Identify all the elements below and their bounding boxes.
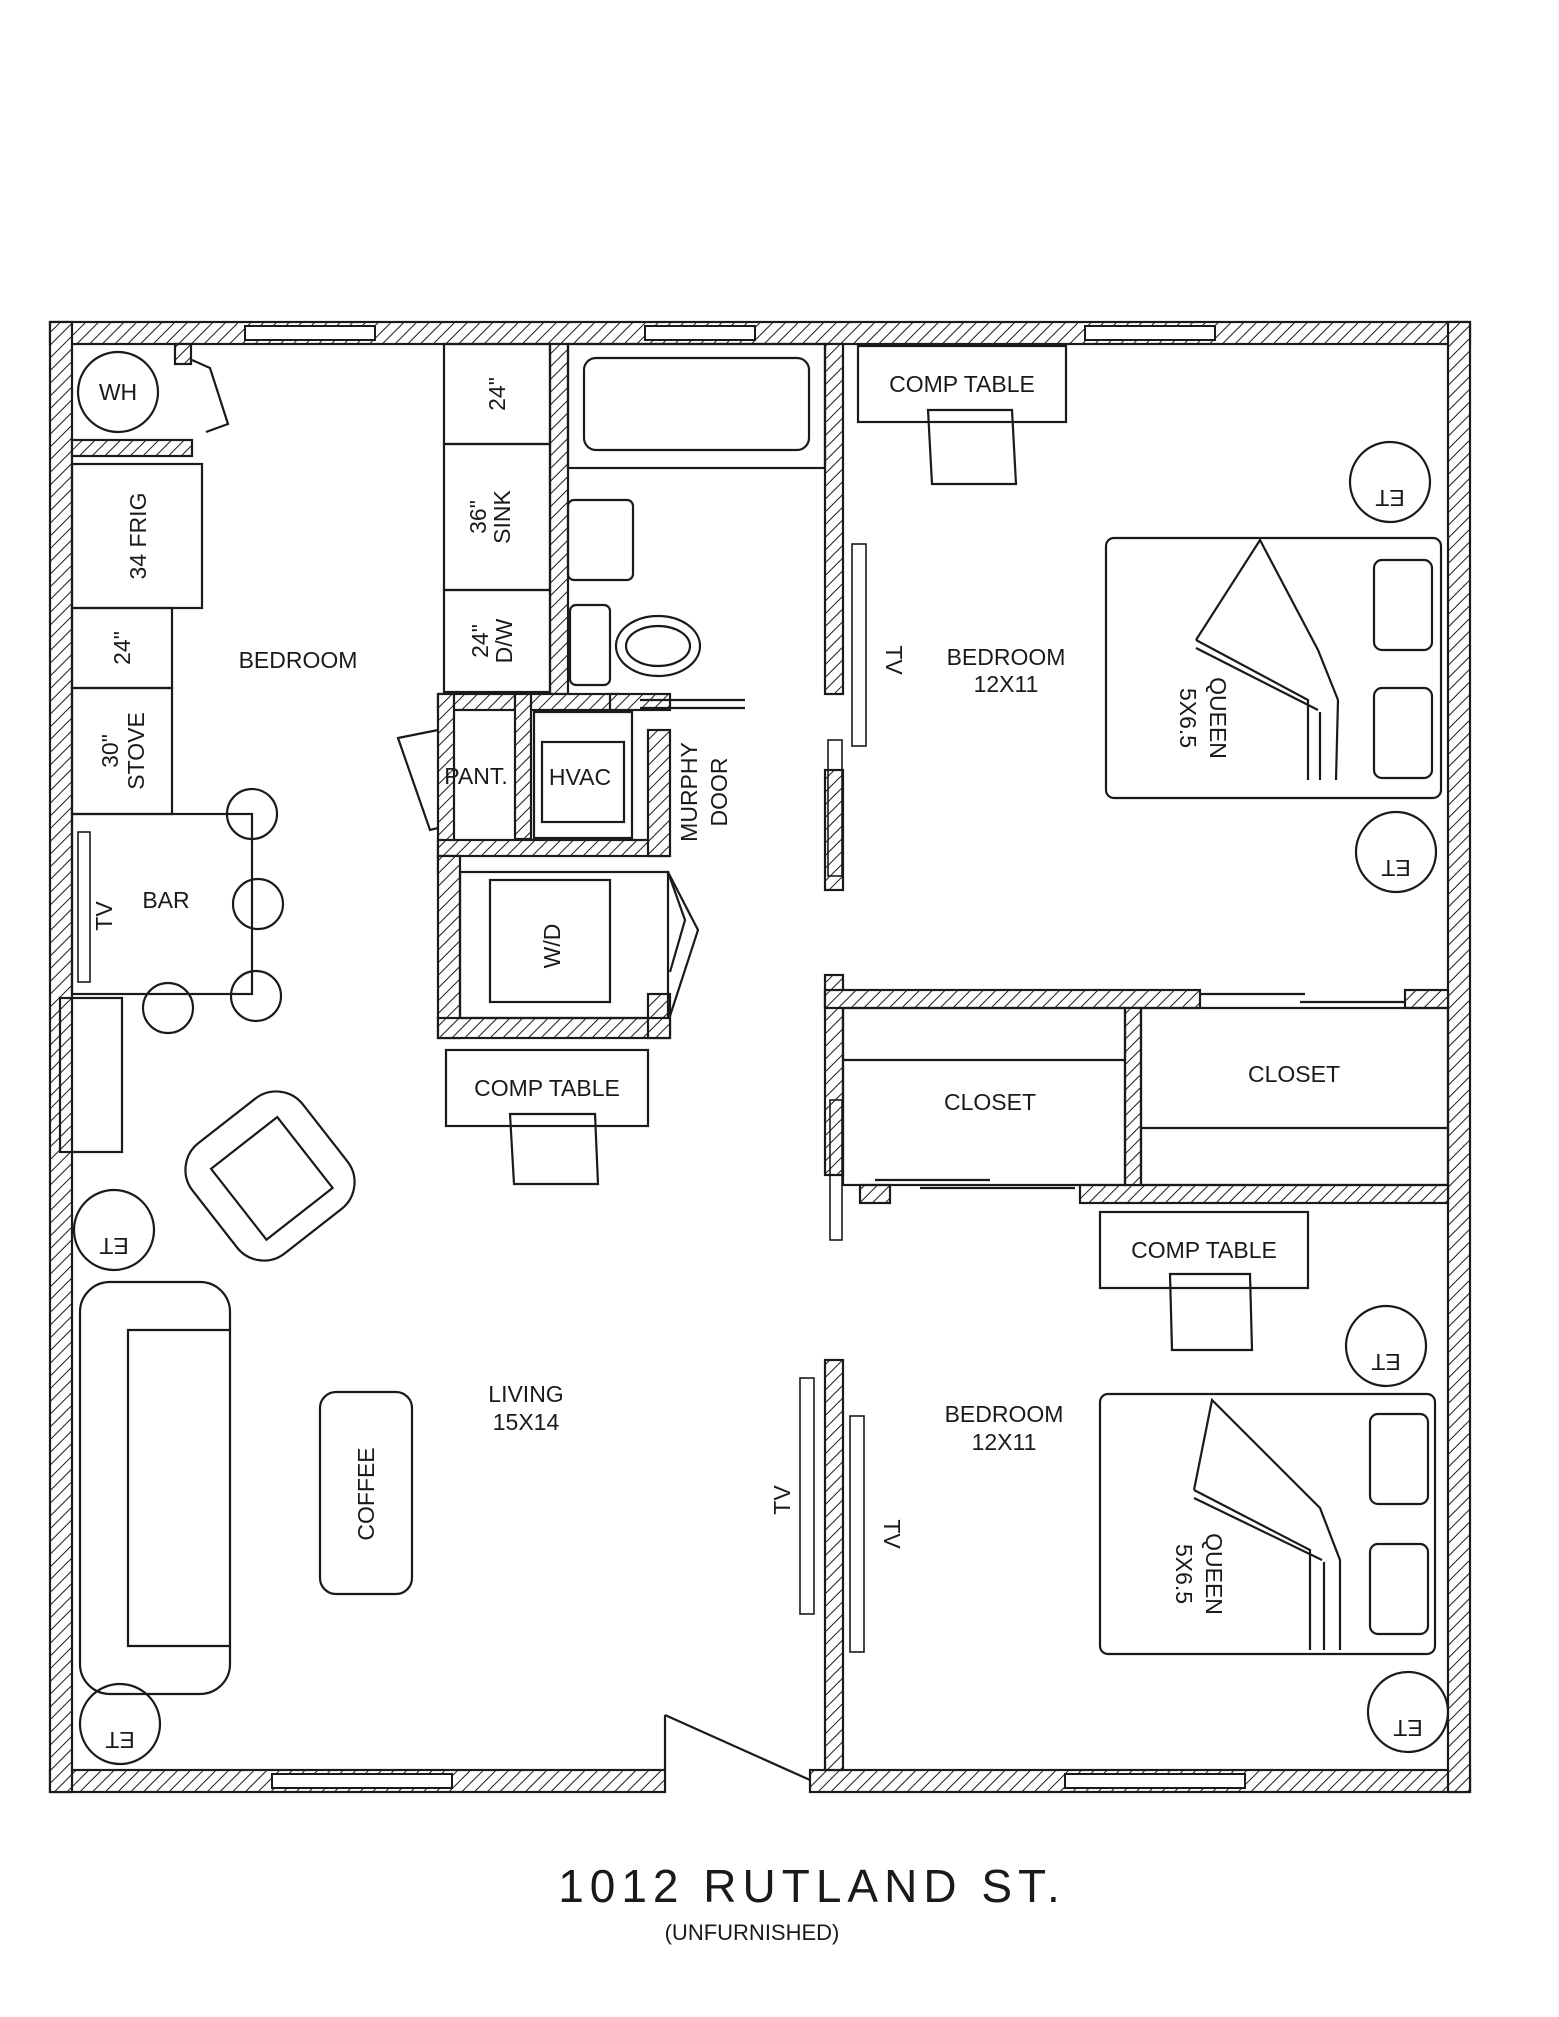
bar-stool bbox=[231, 877, 285, 931]
sink-label: SINK bbox=[489, 490, 515, 544]
refrigerator: 34 FRIG bbox=[70, 462, 204, 610]
bathroom bbox=[566, 342, 827, 710]
living-label: LIVING bbox=[488, 1381, 563, 1407]
bar-label: BAR bbox=[142, 887, 189, 913]
queen-top-label: QUEEN bbox=[1205, 677, 1231, 759]
comp-table-bottom-label: COMP TABLE bbox=[1131, 1237, 1277, 1263]
water-heater-label: WH bbox=[99, 379, 137, 405]
queen-top-size: 5X6.5 bbox=[1175, 688, 1201, 748]
interior-walls bbox=[70, 342, 1450, 1772]
closet-left-label: CLOSET bbox=[944, 1089, 1036, 1115]
queen-bottom-size: 5X6.5 bbox=[1171, 1544, 1197, 1604]
windows bbox=[244, 325, 1246, 1789]
stove-size-label: 30" bbox=[97, 734, 123, 768]
address-title: 1012 RUTLAND ST. bbox=[558, 1860, 1066, 1912]
exterior-walls bbox=[48, 320, 1472, 1794]
bar-stool bbox=[225, 787, 279, 841]
dishwasher-label: D/W bbox=[491, 618, 517, 663]
refrigerator-label: 34 FRIG bbox=[125, 493, 151, 580]
end-table-label: ET bbox=[1381, 855, 1410, 881]
counter-24-left: 24" bbox=[70, 606, 174, 690]
entry-door bbox=[663, 1713, 811, 1782]
counter-24-left-label: 24" bbox=[109, 631, 135, 665]
bedroom-left-label: BEDROOM bbox=[239, 647, 358, 673]
bar: BAR TV bbox=[70, 787, 285, 1035]
murphy-label: MURPHY bbox=[676, 742, 702, 842]
tv-bedroom-top-label: TV bbox=[881, 645, 907, 675]
closet-right-label: CLOSET bbox=[1248, 1061, 1340, 1087]
hvac-label: HVAC bbox=[549, 764, 611, 790]
coffee-table-label: COFFEE bbox=[353, 1447, 379, 1540]
end-table-label: ET bbox=[1393, 1715, 1422, 1741]
murphy-door: MURPHY DOOR bbox=[676, 742, 732, 842]
stove: 30" STOVE bbox=[70, 686, 174, 816]
bar-stool bbox=[229, 969, 283, 1023]
bedroom-top: COMP TABLE ET TV BEDROOM 12X11 QUEEN 5X6… bbox=[827, 344, 1443, 894]
bedroom-top-label: BEDROOM bbox=[947, 644, 1066, 670]
end-table-label: ET bbox=[99, 1233, 128, 1259]
bar-stool bbox=[141, 981, 195, 1035]
living-size: 15X14 bbox=[493, 1409, 560, 1435]
pantry-label: PANT. bbox=[444, 763, 507, 789]
hvac: HVAC bbox=[532, 710, 634, 840]
closet-left: CLOSET bbox=[829, 1006, 1127, 1241]
bedroom-bottom-size: 12X11 bbox=[972, 1429, 1037, 1455]
living-room: ET ET COFFEE LIVING 15X14 TV bbox=[58, 996, 815, 1766]
queen-bottom-label: QUEEN bbox=[1201, 1533, 1227, 1615]
counter-24-top-label: 24" bbox=[484, 377, 510, 411]
address-subtitle: (UNFURNISHED) bbox=[665, 1920, 840, 1945]
dishwasher: 24" D/W bbox=[442, 588, 552, 694]
pantry: PANT. bbox=[396, 728, 508, 832]
end-table-label: ET bbox=[105, 1727, 134, 1753]
comp-table-top-label: COMP TABLE bbox=[889, 371, 1035, 397]
sink: 36" SINK bbox=[442, 442, 552, 592]
tv-kitchen-label: TV bbox=[91, 901, 117, 931]
bedroom-bottom: COMP TABLE ET BEDROOM 12X11 QUEEN 5X6.5 … bbox=[849, 1210, 1450, 1754]
closet-right: CLOSET bbox=[1139, 992, 1450, 1187]
sink-size-label: 36" bbox=[465, 500, 491, 534]
comp-table-hall: COMP TABLE bbox=[444, 1048, 650, 1186]
end-table-label: ET bbox=[1371, 1349, 1400, 1375]
washer-dryer-label: W/D bbox=[539, 924, 565, 969]
murphy-door-label: DOOR bbox=[706, 758, 732, 827]
water-heater: WH bbox=[76, 350, 230, 434]
tv-bedroom-bottom-label: TV bbox=[879, 1519, 905, 1549]
stove-label: STOVE bbox=[123, 712, 149, 790]
counter-24-top: 24" bbox=[442, 342, 552, 446]
end-table-label: ET bbox=[1375, 485, 1404, 511]
dishwasher-size-label: 24" bbox=[467, 624, 493, 658]
bedroom-bottom-label: BEDROOM bbox=[945, 1401, 1064, 1427]
bedroom-top-size: 12X11 bbox=[974, 671, 1039, 697]
washer-dryer: W/D bbox=[458, 870, 700, 1020]
tv-living-label: TV bbox=[769, 1485, 795, 1515]
comp-table-hall-label: COMP TABLE bbox=[474, 1075, 620, 1101]
